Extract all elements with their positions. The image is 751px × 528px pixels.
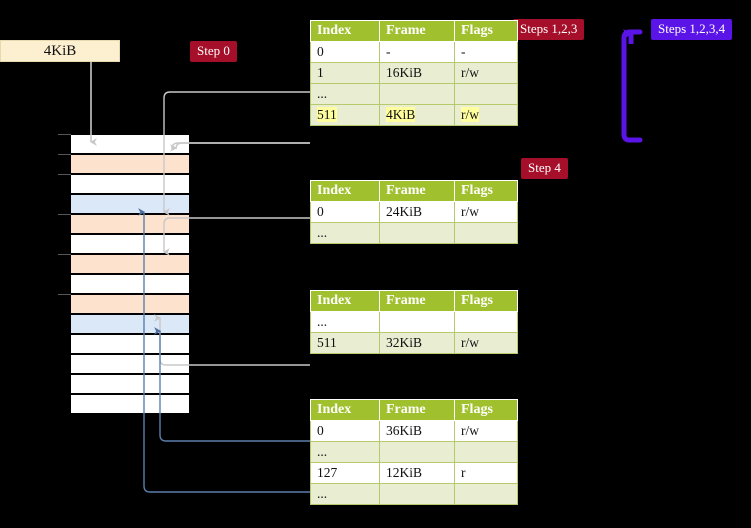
highlighted-value: r/w <box>461 107 479 122</box>
badge-steps-1-2-3: Steps 1,2,3 <box>513 19 585 40</box>
physical-memory-column <box>70 134 190 415</box>
memory-tick-1 <box>58 154 71 155</box>
badge-steps-1-2-3-4: Steps 1,2,3,4 <box>651 19 733 40</box>
wire-t0r511-seg <box>171 142 310 150</box>
cell-frame: 24KiB <box>379 201 455 223</box>
cell-flags: r/w <box>454 104 518 126</box>
column-header-frame: Frame <box>379 20 455 42</box>
column-header-flags: Flags <box>454 290 518 312</box>
column-header-flags: Flags <box>454 20 518 42</box>
column-header-frame: Frame <box>379 290 455 312</box>
column-header-flags: Flags <box>454 180 518 202</box>
memory-frame-8 <box>70 294 190 314</box>
cell-index: ... <box>310 441 380 463</box>
memory-frame-2 <box>70 174 190 194</box>
cell-index: 0 <box>310 420 380 442</box>
cell-index: 0 <box>310 41 380 63</box>
cell-flags: r/w <box>454 332 518 354</box>
column-header-flags: Flags <box>454 399 518 421</box>
cell-frame <box>379 311 455 333</box>
memory-frame-5 <box>70 234 190 254</box>
column-header-index: Index <box>310 20 380 42</box>
cell-flags <box>454 483 518 505</box>
memory-frame-7 <box>70 274 190 294</box>
cell-flags: r/w <box>454 201 518 223</box>
memory-frame-6 <box>70 254 190 274</box>
highlighted-value: 4KiB <box>386 107 416 122</box>
cell-frame <box>379 83 455 105</box>
cell-flags: r <box>454 462 518 484</box>
memory-tick-0 <box>58 134 71 135</box>
memory-frame-1 <box>70 154 190 174</box>
cell-frame: 16KiB <box>379 62 455 84</box>
column-header-index: Index <box>310 399 380 421</box>
table-row: 511 4KiB r/w <box>310 104 518 126</box>
badge-step-4: Step 4 <box>521 158 568 179</box>
table-row: ... <box>310 483 518 505</box>
cell-flags <box>454 311 518 333</box>
cell-index: 511 <box>310 332 380 354</box>
memory-frame-3 <box>70 194 190 214</box>
column-header-frame: Frame <box>379 180 455 202</box>
cell-frame <box>379 483 455 505</box>
table-row: ... <box>310 441 518 463</box>
table-row: ... <box>310 83 518 105</box>
cell-flags: - <box>454 41 518 63</box>
memory-tick-3 <box>58 214 71 215</box>
column-header-index: Index <box>310 180 380 202</box>
memory-frame-11 <box>70 354 190 374</box>
memory-frame-10 <box>70 334 190 354</box>
cell-frame <box>379 222 455 244</box>
cell-index: 511 <box>310 104 380 126</box>
cell-index: 127 <box>310 462 380 484</box>
table-row: ... <box>310 311 518 333</box>
column-header-index: Index <box>310 290 380 312</box>
memory-tick-4 <box>58 254 71 255</box>
memory-frame-9 <box>70 314 190 334</box>
badge-step-0: Step 0 <box>190 41 237 62</box>
memory-frame-12 <box>70 374 190 394</box>
cell-index: ... <box>310 483 380 505</box>
memory-tick-5 <box>58 294 71 295</box>
cell-frame <box>379 441 455 463</box>
cell-frame: 12KiB <box>379 462 455 484</box>
cell-frame: - <box>379 41 455 63</box>
size-label-4kib: 4KiB <box>0 40 120 62</box>
cell-frame: 36KiB <box>379 420 455 442</box>
table-row: ... <box>310 222 518 244</box>
cell-flags: r/w <box>454 62 518 84</box>
cell-index: ... <box>310 83 380 105</box>
highlighted-value: 511 <box>317 107 337 122</box>
cell-index: ... <box>310 222 380 244</box>
cell-flags <box>454 83 518 105</box>
cell-index: 1 <box>310 62 380 84</box>
memory-frame-4 <box>70 214 190 234</box>
cell-index: 0 <box>310 201 380 223</box>
memory-tick-2 <box>58 174 71 175</box>
column-header-frame: Frame <box>379 399 455 421</box>
cell-frame: 4KiB <box>379 104 455 126</box>
cell-flags: r/w <box>454 420 518 442</box>
table-row: 0-- <box>310 41 518 63</box>
cell-flags <box>454 441 518 463</box>
memory-frame-13 <box>70 394 190 414</box>
memory-frame-0 <box>70 134 190 154</box>
cell-flags <box>454 222 518 244</box>
cell-index: ... <box>310 311 380 333</box>
wire-t0r511-to-memory <box>170 142 310 152</box>
cell-frame: 32KiB <box>379 332 455 354</box>
